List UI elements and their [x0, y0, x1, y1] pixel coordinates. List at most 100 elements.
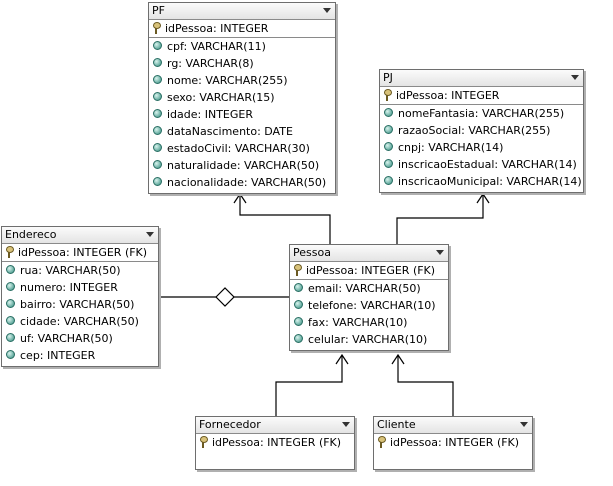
- arrowhead-pessoa-cliente: [391, 353, 405, 365]
- dropdown-arrow-icon[interactable]: [571, 75, 579, 80]
- column-icon: [6, 265, 15, 274]
- field-row: celular: VARCHAR(10): [290, 331, 448, 348]
- field-label: fax: VARCHAR(10): [308, 316, 408, 329]
- entity-title: Pessoa: [293, 246, 331, 259]
- connector-pessoa-pj: [396, 194, 484, 244]
- entity-header[interactable]: PJ: [380, 70, 583, 87]
- primary-key-row: idPessoa: INTEGER: [149, 20, 335, 38]
- column-icon: [384, 108, 393, 117]
- connector-cliente-pessoa: [397, 355, 454, 416]
- field-label: naturalidade: VARCHAR(50): [167, 159, 320, 172]
- primary-key-label: idPessoa: INTEGER (FK): [212, 436, 342, 449]
- entity-title: PJ: [383, 71, 393, 84]
- entity-header[interactable]: Pessoa: [290, 245, 448, 262]
- entity-cliente[interactable]: Cliente idPessoa: INTEGER (FK): [373, 416, 533, 470]
- field-row: nome: VARCHAR(255): [149, 72, 335, 89]
- field-row: cnpj: VARCHAR(14): [380, 139, 583, 156]
- primary-key-row: idPessoa: INTEGER (FK): [196, 434, 354, 453]
- primary-key-label: idPessoa: INTEGER: [396, 89, 500, 102]
- field-row: nomeFantasia: VARCHAR(255): [380, 105, 583, 122]
- field-row: uf: VARCHAR(50): [2, 330, 158, 347]
- column-icon: [153, 92, 162, 101]
- arrowhead-pessoa-fornecedor: [335, 353, 349, 365]
- entity-header[interactable]: Fornecedor: [196, 417, 354, 434]
- column-icon: [153, 160, 162, 169]
- column-icon: [6, 316, 15, 325]
- entity-pf[interactable]: PF idPessoa: INTEGER cpf: VARCHAR(11) rg…: [148, 2, 336, 194]
- field-row: cep: INTEGER: [2, 347, 158, 364]
- primary-key-label: idPessoa: INTEGER (FK): [306, 264, 436, 277]
- arrowhead-pj: [476, 192, 490, 204]
- field-label: idade: INTEGER: [167, 108, 253, 121]
- field-label: razaoSocial: VARCHAR(255): [398, 124, 551, 137]
- column-icon: [153, 177, 162, 186]
- field-label: nomeFantasia: VARCHAR(255): [398, 107, 565, 120]
- field-row: idade: INTEGER: [149, 106, 335, 123]
- field-label: inscricaoEstadual: VARCHAR(14): [398, 158, 577, 171]
- column-icon: [294, 283, 303, 292]
- field-label: rua: VARCHAR(50): [20, 264, 121, 277]
- primary-key-label: idPessoa: INTEGER (FK): [390, 436, 520, 449]
- field-label: sexo: VARCHAR(15): [167, 91, 275, 104]
- field-label: rg: VARCHAR(8): [167, 57, 254, 70]
- key-icon: [293, 264, 302, 276]
- entity-header[interactable]: PF: [149, 3, 335, 20]
- primary-key-row: idPessoa: INTEGER (FK): [290, 262, 448, 280]
- field-row: cidade: VARCHAR(50): [2, 313, 158, 330]
- field-row: naturalidade: VARCHAR(50): [149, 157, 335, 174]
- column-icon: [6, 299, 15, 308]
- dropdown-arrow-icon[interactable]: [342, 422, 350, 427]
- entity-endereco[interactable]: Endereco idPessoa: INTEGER (FK) rua: VAR…: [1, 226, 159, 367]
- field-row: inscricaoEstadual: VARCHAR(14): [380, 156, 583, 173]
- dropdown-arrow-icon[interactable]: [436, 250, 444, 255]
- dropdown-arrow-icon[interactable]: [520, 422, 528, 427]
- column-icon: [6, 350, 15, 359]
- empty-field-area: [196, 453, 354, 469]
- entity-title: Cliente: [377, 418, 416, 431]
- connector-fornecedor-pessoa: [275, 355, 343, 416]
- column-icon: [384, 125, 393, 134]
- entity-pj[interactable]: PJ idPessoa: INTEGER nomeFantasia: VARCH…: [379, 69, 584, 193]
- entity-header[interactable]: Cliente: [374, 417, 532, 434]
- empty-field-area: [374, 453, 532, 469]
- field-label: email: VARCHAR(50): [308, 282, 421, 295]
- field-label: estadoCivil: VARCHAR(30): [167, 142, 310, 155]
- column-icon: [153, 109, 162, 118]
- entity-header[interactable]: Endereco: [2, 227, 158, 244]
- primary-key-row: idPessoa: INTEGER (FK): [374, 434, 532, 453]
- field-label: cpf: VARCHAR(11): [167, 40, 266, 53]
- entity-title: PF: [152, 4, 165, 17]
- field-label: cnpj: VARCHAR(14): [398, 141, 504, 154]
- key-icon: [152, 22, 161, 34]
- column-icon: [153, 143, 162, 152]
- primary-key-row: idPessoa: INTEGER (FK): [2, 244, 158, 262]
- field-row: email: VARCHAR(50): [290, 280, 448, 297]
- field-row: rua: VARCHAR(50): [2, 262, 158, 279]
- primary-key-row: idPessoa: INTEGER: [380, 87, 583, 105]
- field-list: email: VARCHAR(50) telefone: VARCHAR(10)…: [290, 280, 448, 350]
- field-label: celular: VARCHAR(10): [308, 333, 428, 346]
- field-row: dataNascimento: DATE: [149, 123, 335, 140]
- column-icon: [153, 75, 162, 84]
- column-icon: [6, 282, 15, 291]
- entity-fornecedor[interactable]: Fornecedor idPessoa: INTEGER (FK): [195, 416, 355, 470]
- key-icon: [377, 436, 386, 448]
- dropdown-arrow-icon[interactable]: [146, 232, 154, 237]
- field-row: numero: INTEGER: [2, 279, 158, 296]
- field-row: razaoSocial: VARCHAR(255): [380, 122, 583, 139]
- key-icon: [5, 246, 14, 258]
- field-label: nome: VARCHAR(255): [167, 74, 288, 87]
- entity-pessoa[interactable]: Pessoa idPessoa: INTEGER (FK) email: VAR…: [289, 244, 449, 351]
- field-row: cpf: VARCHAR(11): [149, 38, 335, 55]
- field-row: rg: VARCHAR(8): [149, 55, 335, 72]
- dropdown-arrow-icon[interactable]: [323, 8, 331, 13]
- aggregation-diamond: [215, 287, 235, 307]
- field-list: nomeFantasia: VARCHAR(255) razaoSocial: …: [380, 105, 583, 192]
- field-label: bairro: VARCHAR(50): [20, 298, 135, 311]
- entity-title: Endereco: [5, 228, 57, 241]
- field-row: bairro: VARCHAR(50): [2, 296, 158, 313]
- column-icon: [384, 159, 393, 168]
- field-label: numero: INTEGER: [20, 281, 118, 294]
- column-icon: [153, 58, 162, 67]
